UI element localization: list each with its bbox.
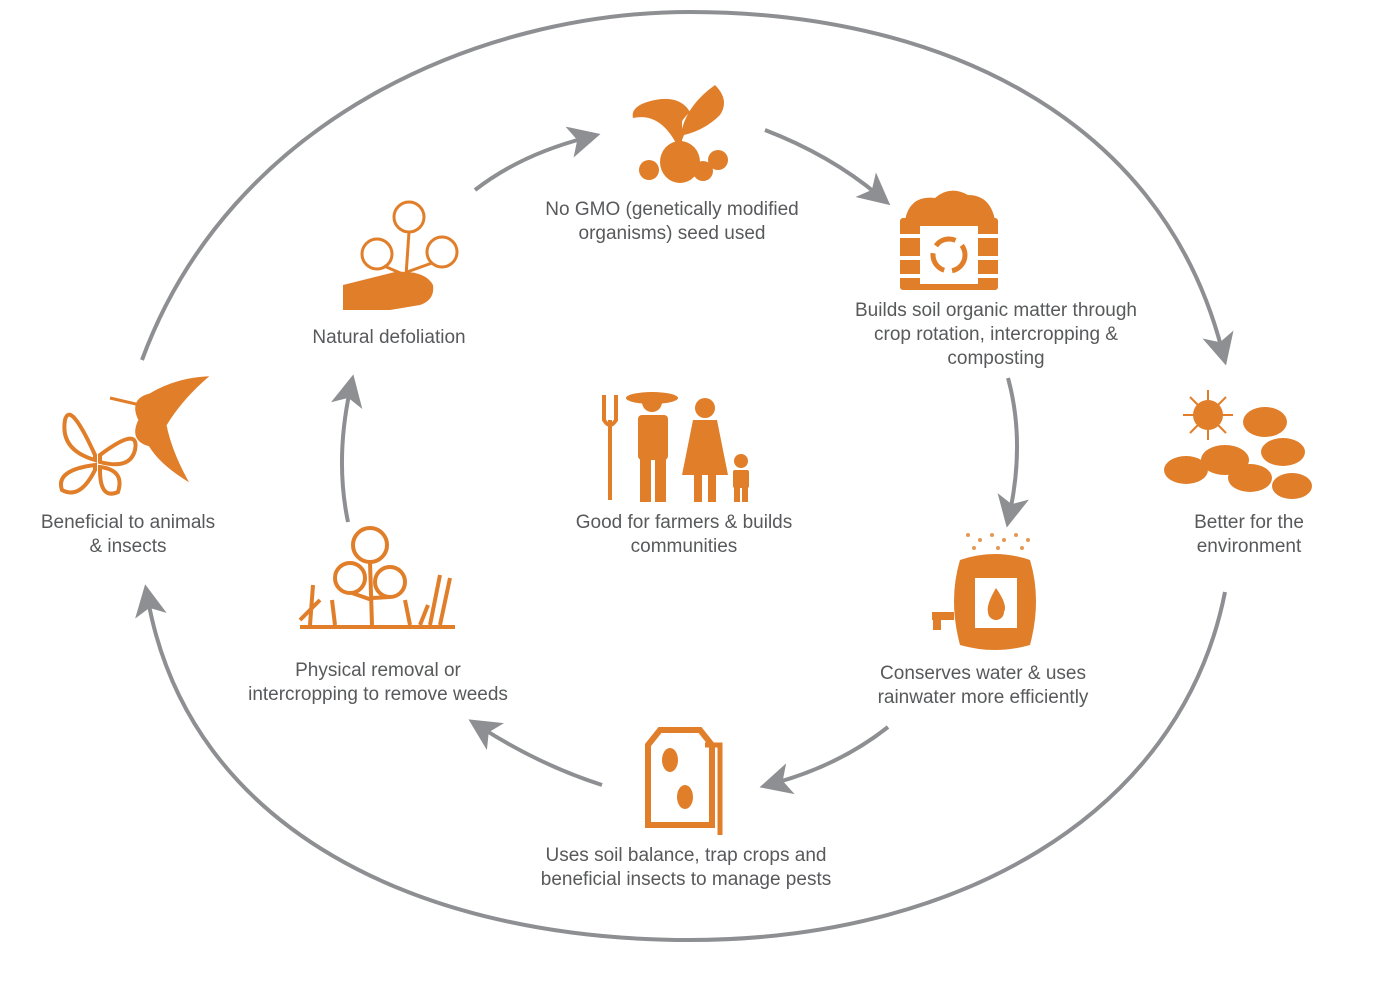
label-good-for-farmers: Good for farmers & builds communities: [576, 511, 792, 559]
label-line: Conserves water & uses: [880, 663, 1086, 684]
label-line: & insects: [89, 536, 167, 557]
label-line: Beneficial to animals: [40, 512, 216, 533]
label-remove-weeds: Physical removal or intercropping to rem…: [248, 659, 508, 707]
insect-trap-icon: [645, 727, 723, 835]
label-line: Builds soil organic matter through: [855, 300, 1137, 321]
outer-arrow-bottom: [135, 584, 1227, 943]
label-line: Uses soil balance, trap crops and: [545, 845, 827, 866]
arrow-defoliation-to-seed: [473, 126, 601, 192]
label-line: organisms) seed used: [578, 223, 766, 244]
arrow-seed-to-soil: [764, 128, 891, 206]
label-line: No GMO (genetically modified: [545, 199, 799, 220]
cotton-plants-icon: [298, 526, 455, 629]
arrow-soil-to-water: [997, 377, 1029, 528]
label-line: intercropping to remove weeds: [248, 684, 508, 705]
outer-arrow-top: [140, 9, 1234, 366]
label-line: Good for farmers & builds: [575, 512, 793, 533]
label-line: crop rotation, intercropping &: [874, 324, 1118, 345]
label-no-gmo-seed: No GMO (genetically modified organisms) …: [545, 198, 798, 246]
label-builds-soil: Builds soil organic matter through crop …: [855, 299, 1137, 371]
hand-cotton-icon: [343, 200, 459, 310]
arrow-water-to-pests: [759, 725, 890, 795]
bird-butterfly-icon: [58, 376, 210, 496]
label-natural-defoliation: Natural defoliation: [312, 326, 465, 350]
rain-barrel-icon: [932, 533, 1036, 650]
arrow-pests-to-weeds: [468, 719, 603, 787]
sun-clouds-icon: [1164, 390, 1312, 499]
label-manage-pests: Uses soil balance, trap crops and benefi…: [541, 844, 831, 892]
seedling-icon: [632, 85, 728, 183]
label-environment: Better for the environment: [1194, 511, 1304, 559]
label-line: environment: [1196, 536, 1302, 557]
label-line: Natural defoliation: [312, 327, 466, 348]
label-line: Better for the: [1194, 512, 1304, 533]
label-line: beneficial insects to manage pests: [540, 869, 832, 890]
label-line: communities: [630, 536, 738, 557]
compost-bin-icon: [900, 190, 998, 290]
label-animals-insects: Beneficial to animals & insects: [41, 511, 215, 559]
label-line: rainwater more efficiently: [877, 687, 1089, 708]
label-line: Physical removal or: [295, 660, 461, 681]
label-line: composting: [947, 348, 1045, 369]
label-conserves-water: Conserves water & uses rainwater more ef…: [878, 662, 1089, 710]
arrow-weeds-to-defoliation: [331, 374, 363, 523]
farmer-family-icon: [602, 392, 749, 502]
